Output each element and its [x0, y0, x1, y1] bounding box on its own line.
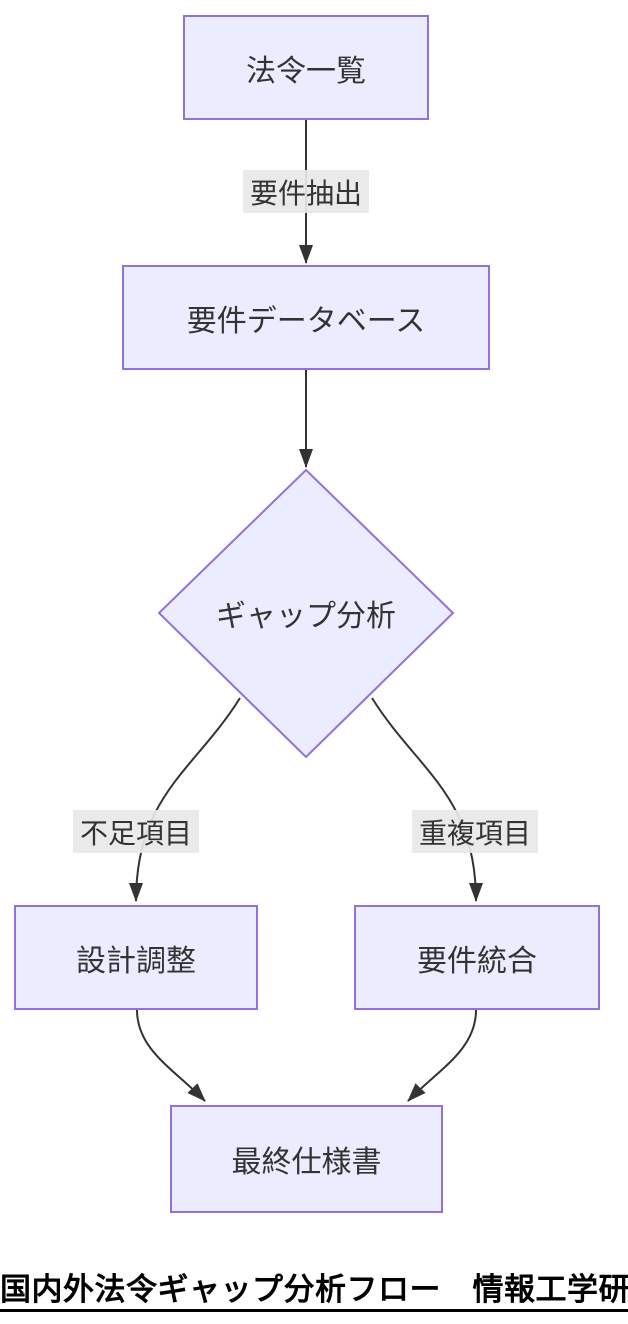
node-requirements-integration: 要件統合 [354, 905, 600, 1010]
edge-design-adjustment-to-final-specification [136, 1009, 206, 1102]
node-final-specification-label: 最終仕様書 [231, 1145, 382, 1180]
edge-gap-analysis-to-design-adjustment [129, 697, 241, 902]
node-final-specification: 最終仕様書 [170, 1105, 443, 1213]
node-law-list: 法令一覧 [183, 15, 429, 120]
node-law-list-label: 法令一覧 [246, 53, 366, 89]
node-gap-analysis-diamond [157, 468, 455, 759]
node-requirements-integration-label: 要件統合 [417, 943, 537, 979]
node-design-adjustment-label: 設計調整 [76, 943, 196, 979]
edge-label-duplicate-items: 重複項目 [412, 810, 538, 853]
gap-analysis-text: ギャップ分析 [216, 599, 396, 634]
edge-label-missing-items: 不足項目 [73, 810, 199, 853]
edge-requirements-integration-to-final-specification [407, 1009, 477, 1102]
node-requirements-database: 要件データベース [122, 265, 490, 370]
node-design-adjustment: 設計調整 [14, 905, 258, 1010]
node-requirements-database-label: 要件データベース [186, 303, 426, 339]
missing-items-text: 不足項目 [79, 816, 192, 850]
node-gap-analysis-label: ギャップ分析 [181, 591, 431, 635]
requirement-extraction-text: 要件抽出 [249, 176, 362, 210]
duplicate-items-text: 重複項目 [418, 816, 531, 850]
edge-label-requirement-extraction: 要件抽出 [243, 170, 369, 213]
edge-gap-analysis-to-requirements-integration [371, 697, 483, 902]
diagram-title: 国内外法令ギャップ分析フロー 情報工学研 [0, 1272, 628, 1308]
